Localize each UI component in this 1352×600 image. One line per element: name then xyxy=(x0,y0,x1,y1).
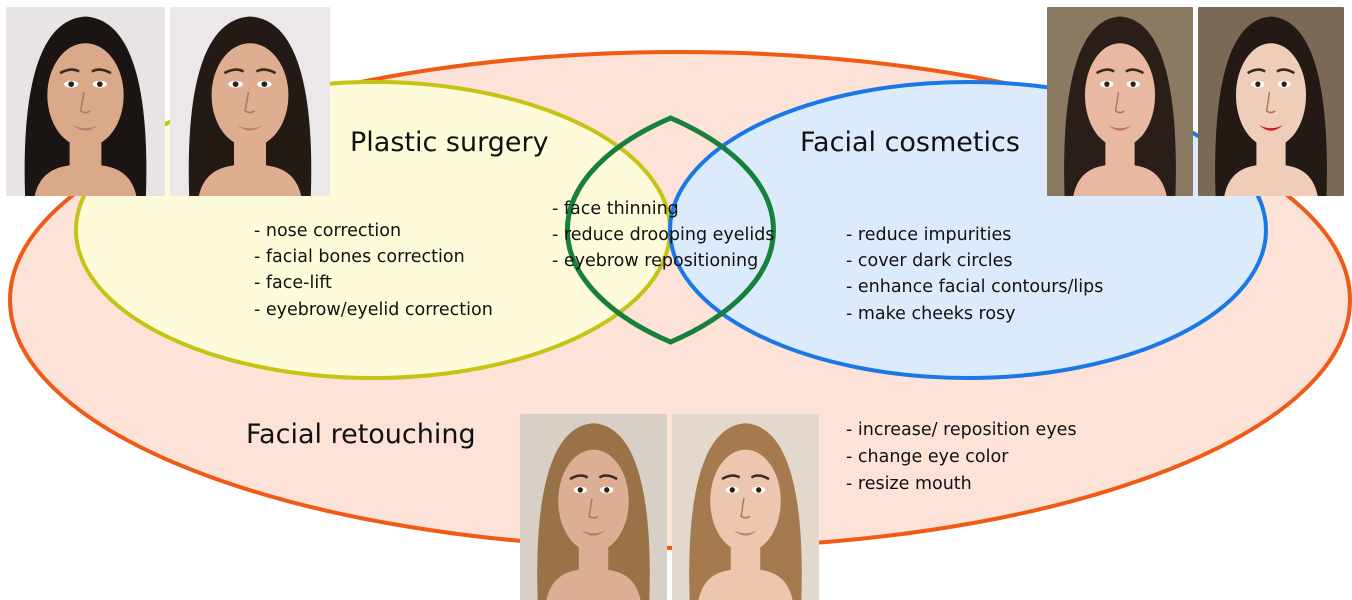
surgery-after-photo xyxy=(170,7,330,196)
list-item: - face-lift xyxy=(254,273,332,293)
list-item: - eyebrow/eyelid correction xyxy=(254,300,493,320)
facial-retouching-title: Facial retouching xyxy=(246,419,476,450)
cosmetics-before-photo xyxy=(1047,7,1193,196)
list-item: - face thinning xyxy=(552,199,679,219)
list-item: - enhance facial contours/lips xyxy=(846,277,1103,297)
list-item: - nose correction xyxy=(254,221,401,241)
cosmetics-after-photo xyxy=(1198,7,1344,196)
facial-cosmetics-title: Facial cosmetics xyxy=(800,127,1020,158)
list-item: - cover dark circles xyxy=(846,251,1012,271)
retouching-before-photo xyxy=(520,414,667,600)
plastic-surgery-title: Plastic surgery xyxy=(350,127,549,158)
list-item: - resize mouth xyxy=(846,474,972,494)
list-item: - increase/ reposition eyes xyxy=(846,420,1077,440)
list-item: - facial bones correction xyxy=(254,247,465,267)
list-item: - reduce drooping eyelids xyxy=(552,225,775,245)
surgery-before-photo xyxy=(6,7,165,196)
list-item: - make cheeks rosy xyxy=(846,304,1016,324)
list-item: - reduce impurities xyxy=(846,225,1011,245)
retouching-after-photo xyxy=(672,414,819,600)
list-item: - change eye color xyxy=(846,447,1009,467)
list-item: - eyebrow repositioning xyxy=(552,251,758,271)
